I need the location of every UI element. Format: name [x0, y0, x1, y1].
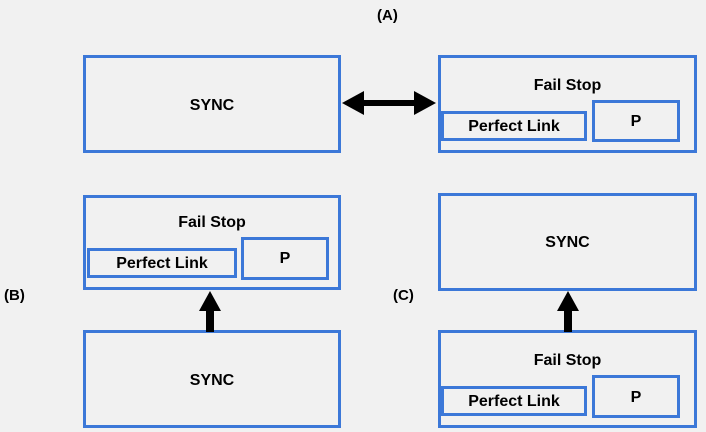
c-sync-label: SYNC: [545, 234, 590, 251]
b-perfectlink-label: Perfect Link: [116, 255, 208, 272]
a-p-label: P: [630, 113, 642, 130]
c-perfectlink-label: Perfect Link: [468, 393, 560, 410]
c-p-label: P: [630, 389, 642, 406]
a-failstop-label: Fail Stop: [533, 77, 602, 94]
c-perfectlink-box: Perfect Link: [441, 386, 587, 416]
a-perfectlink-box: Perfect Link: [441, 111, 587, 141]
b-p-box: P: [241, 237, 329, 280]
a-sync-box: SYNC: [83, 55, 341, 153]
b-up-arrow: [199, 291, 221, 332]
double-arrow: [342, 91, 436, 115]
section-label-b: (B): [4, 287, 25, 304]
b-perfectlink-box: Perfect Link: [87, 248, 237, 278]
section-label-c: (C): [393, 287, 414, 304]
a-sync-label: SYNC: [189, 97, 235, 114]
b-failstop-label: Fail Stop: [178, 214, 246, 231]
section-label-a: (A): [377, 7, 398, 24]
c-sync-box: SYNC: [438, 193, 697, 291]
c-up-arrow: [557, 291, 579, 332]
a-perfectlink-label: Perfect Link: [468, 118, 560, 135]
b-sync-label: SYNC: [189, 372, 235, 389]
b-p-label: P: [279, 250, 291, 267]
c-failstop-label: Fail Stop: [533, 352, 602, 369]
a-p-box: P: [592, 100, 680, 142]
c-p-box: P: [592, 375, 680, 418]
